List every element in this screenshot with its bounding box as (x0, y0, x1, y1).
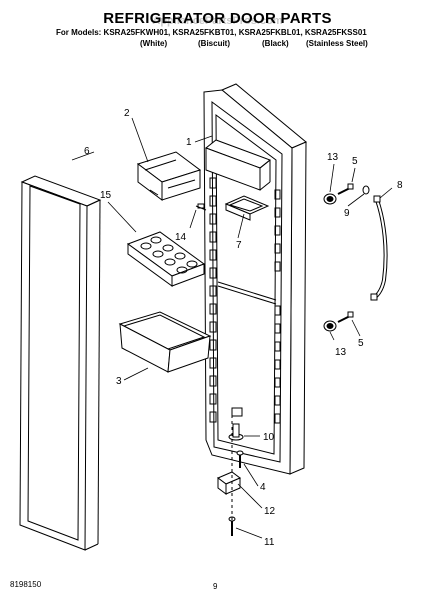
hinge-screw (236, 450, 244, 468)
right-rail-dimples (274, 189, 281, 424)
callout-7: 7 (236, 240, 242, 251)
callout-1: 1 (186, 137, 192, 148)
door-handle (370, 195, 388, 301)
callout-8: 8 (397, 180, 403, 191)
callout-numbers: 1 2 3 4 5 5 6 7 8 9 10 11 12 13 13 14 15 (84, 108, 403, 548)
callout-15: 15 (100, 190, 112, 201)
callout-13-upper: 13 (327, 152, 339, 163)
callout-5-upper: 5 (352, 156, 358, 167)
door-gasket (19, 175, 102, 551)
callout-2: 2 (124, 108, 130, 119)
page-number: 9 (213, 582, 218, 591)
callout-6: 6 (84, 146, 90, 157)
color-label-stainless: (Stainless Steel) (306, 39, 368, 48)
callout-4: 4 (260, 482, 266, 493)
callout-10: 10 (263, 432, 275, 443)
watermark-text: AppliancePartsPros.com (152, 15, 283, 27)
color-label-black: (Black) (262, 39, 289, 48)
door-panel (203, 83, 307, 475)
handle-washer (362, 185, 370, 195)
page-title: REFRIGERATOR DOOR PARTS (103, 10, 332, 27)
utility-bin (224, 195, 270, 221)
color-label-biscuit: (Biscuit) (198, 39, 230, 48)
handle-screw-lower (337, 311, 354, 323)
document-number: 8198150 (10, 580, 42, 589)
left-rail-dimples (209, 177, 217, 423)
model-list: For Models: KSRA25FKWH01, KSRA25FKBT01, … (56, 28, 367, 37)
callout-11: 11 (264, 537, 275, 548)
dairy-door-pin (195, 203, 207, 211)
color-label-white: (White) (140, 39, 168, 48)
callout-12: 12 (264, 506, 276, 517)
callout-9: 9 (344, 208, 350, 219)
handle-end-cap-lower (323, 320, 337, 332)
callout-5-lower: 5 (358, 338, 364, 349)
callout-3: 3 (116, 376, 122, 387)
egg-tray (126, 231, 206, 287)
handle-end-cap-upper (323, 193, 337, 205)
leader-lines (71, 117, 393, 539)
callout-13-lower: 13 (335, 347, 347, 358)
dairy-door (136, 151, 202, 201)
bottom-hinge (217, 471, 241, 495)
callout-14: 14 (175, 232, 187, 243)
handle-screw-upper (337, 183, 354, 195)
door-bin (118, 311, 212, 373)
